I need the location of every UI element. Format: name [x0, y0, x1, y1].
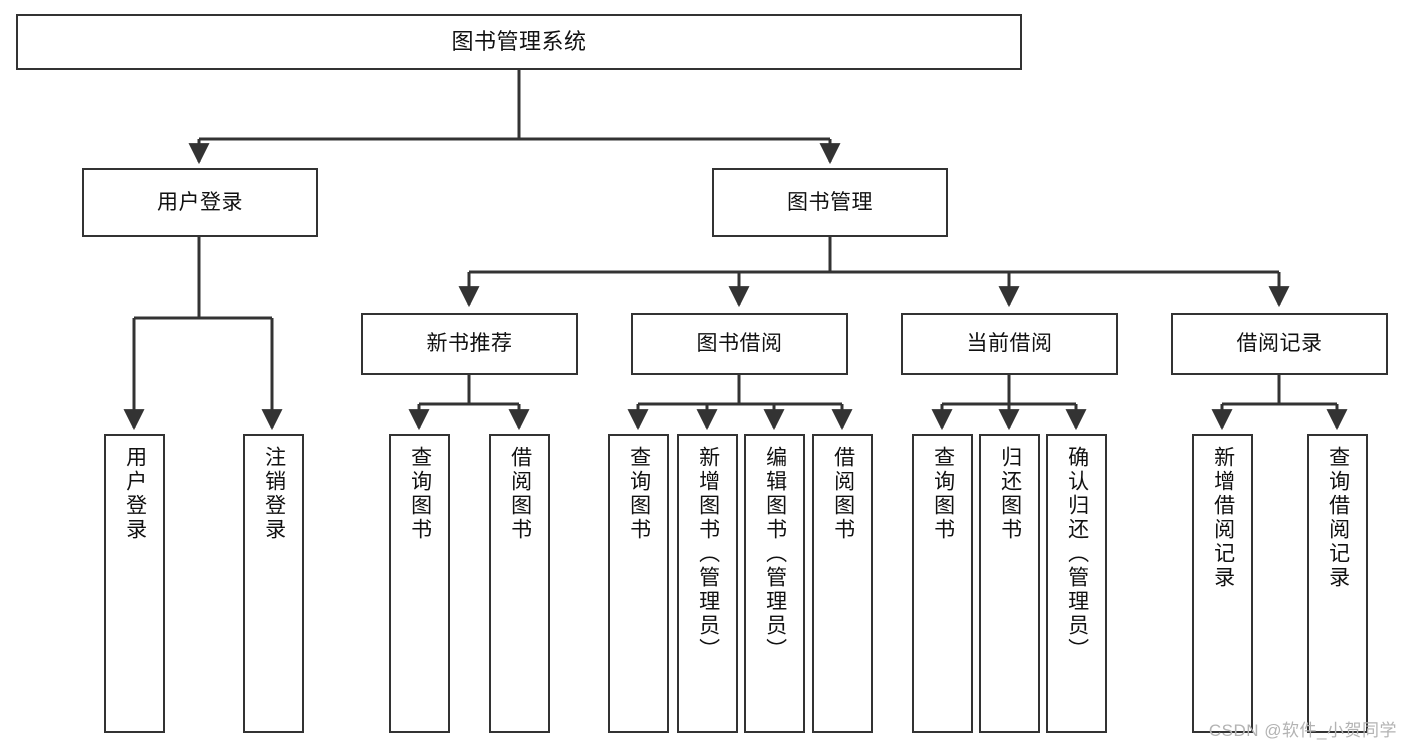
- leaf-label: 新增借阅记录: [1211, 446, 1235, 590]
- leaf-label: 编辑图书（管理员）: [763, 446, 787, 662]
- leaf-label: 查询图书: [627, 446, 651, 542]
- leaf-label: 借阅图书: [831, 446, 855, 542]
- node-leaf-newbook-borrow-books[interactable]: 借阅图书: [489, 434, 550, 733]
- leaf-label: 确认归还（管理员）: [1065, 446, 1089, 662]
- leaf-label: 借阅图书: [508, 446, 532, 542]
- node-leaf-borrow-add-book-admin[interactable]: 新增图书（管理员）: [677, 434, 738, 733]
- leaf-label: 注销登录: [262, 446, 286, 542]
- node-root-library-system[interactable]: 图书管理系统: [16, 14, 1022, 70]
- node-leaf-borrow-query-books[interactable]: 查询图书: [608, 434, 669, 733]
- leaf-label: 查询图书: [931, 446, 955, 542]
- node-leaf-user-login-signin[interactable]: 用户登录: [104, 434, 165, 733]
- node-leaf-current-query-books[interactable]: 查询图书: [912, 434, 973, 733]
- node-leaf-current-return-books[interactable]: 归还图书: [979, 434, 1040, 733]
- node-book-borrow[interactable]: 图书借阅: [631, 313, 848, 375]
- node-leaf-borrow-edit-book-admin[interactable]: 编辑图书（管理员）: [744, 434, 805, 733]
- node-leaf-records-add-record[interactable]: 新增借阅记录: [1192, 434, 1253, 733]
- leaf-label: 新增图书（管理员）: [696, 446, 720, 662]
- node-borrow-records[interactable]: 借阅记录: [1171, 313, 1388, 375]
- leaf-label: 用户登录: [123, 446, 147, 542]
- leaf-label: 查询借阅记录: [1326, 446, 1350, 590]
- csdn-watermark: CSDN @软件_小贺同学: [1208, 721, 1397, 740]
- node-book-management[interactable]: 图书管理: [712, 168, 948, 237]
- node-user-login[interactable]: 用户登录: [82, 168, 318, 237]
- node-current-borrow[interactable]: 当前借阅: [901, 313, 1118, 375]
- node-leaf-current-confirm-return-admin[interactable]: 确认归还（管理员）: [1046, 434, 1107, 733]
- node-leaf-records-query-record[interactable]: 查询借阅记录: [1307, 434, 1368, 733]
- leaf-label: 查询图书: [408, 446, 432, 542]
- leaf-label: 归还图书: [998, 446, 1022, 542]
- node-new-book-recommend[interactable]: 新书推荐: [361, 313, 578, 375]
- node-leaf-newbook-query-books[interactable]: 查询图书: [389, 434, 450, 733]
- node-leaf-borrow-borrow-books[interactable]: 借阅图书: [812, 434, 873, 733]
- node-leaf-user-login-signout[interactable]: 注销登录: [243, 434, 304, 733]
